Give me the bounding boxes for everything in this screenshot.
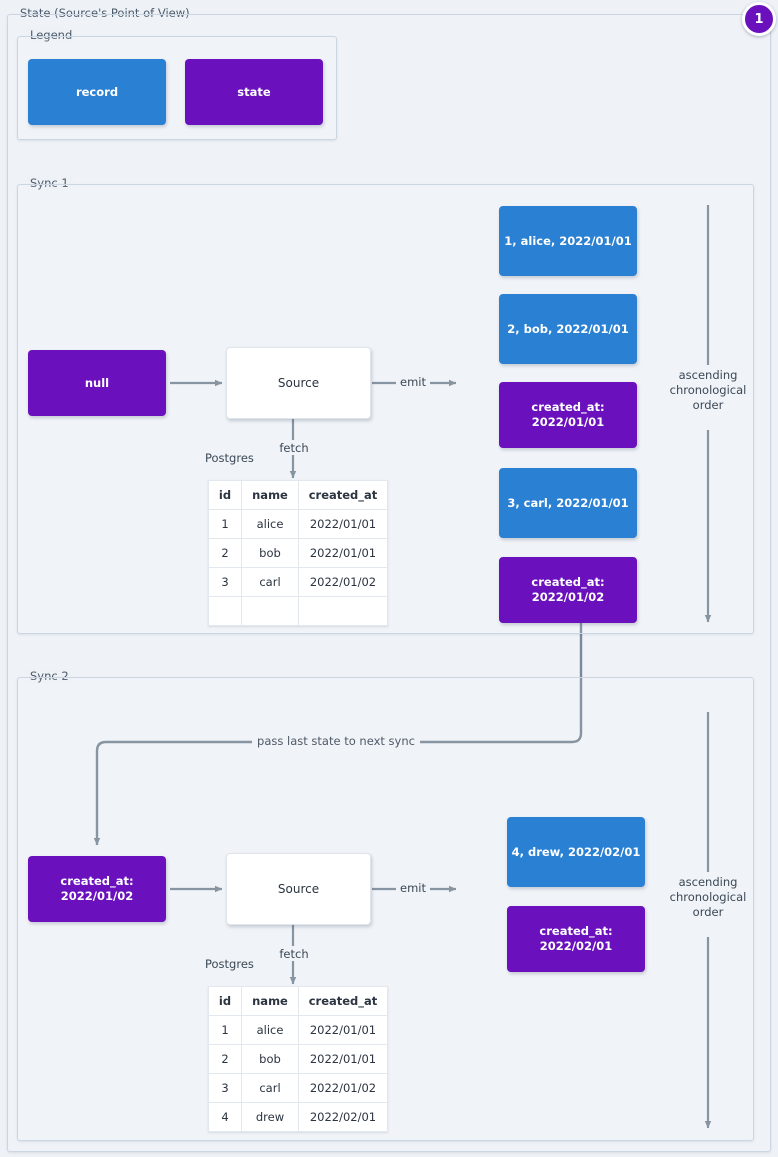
table-row: 4 drew 2022/02/01: [208, 1102, 388, 1132]
sync1-db-label: Postgres: [205, 451, 254, 465]
cell-id: [208, 596, 242, 626]
table-row: 1 alice 2022/01/01: [208, 509, 388, 539]
sync1-source-node: Source: [226, 347, 371, 419]
sync2-col-date: created_at: [298, 986, 388, 1016]
sync2-db-label: Postgres: [205, 957, 254, 971]
legend-item-record: record: [28, 59, 166, 125]
cell-date: [298, 596, 388, 626]
cell-name: carl: [241, 1073, 299, 1103]
sync2-col-id: id: [208, 986, 242, 1016]
cell-name: bob: [241, 538, 299, 568]
cell-name: alice: [241, 509, 299, 539]
sync1-col-date: created_at: [298, 480, 388, 510]
step-badge[interactable]: 1: [742, 2, 776, 36]
step-badge-label: 1: [754, 11, 764, 27]
cell-name: drew: [241, 1102, 299, 1132]
sync2-col-name: name: [241, 986, 299, 1016]
sync1-emit-label: emit: [400, 375, 426, 389]
outer-group-title: State (Source's Point of View): [17, 6, 193, 20]
sync1-title: Sync 1: [27, 176, 72, 190]
cell-name: alice: [241, 1015, 299, 1045]
cell-id: 1: [208, 1015, 242, 1045]
table-row: 2 bob 2022/01/01: [208, 538, 388, 568]
cell-name: carl: [241, 567, 299, 597]
cell-id: 3: [208, 1073, 242, 1103]
sync1-order-label: ascending chronological order: [669, 368, 747, 412]
sync1-col-name: name: [241, 480, 299, 510]
table-row: 3 carl 2022/01/02: [208, 567, 388, 597]
outer-group-box: [7, 14, 771, 1152]
sync2-fetch-label: fetch: [279, 947, 309, 961]
sync1-emitted-record-2: 2, bob, 2022/01/01: [499, 294, 637, 364]
sync1-emitted-state-1: created_at: 2022/01/01: [499, 382, 637, 448]
sync2-title: Sync 2: [27, 669, 72, 683]
table-header-row: id name created_at: [208, 986, 388, 1016]
cell-date: 2022/01/02: [298, 567, 388, 597]
cell-id: 1: [208, 509, 242, 539]
cell-id: 2: [208, 1044, 242, 1074]
sync2-input-state: created_at: 2022/01/02: [28, 856, 166, 922]
cell-date: 2022/01/01: [298, 538, 388, 568]
sync1-input-state: null: [28, 350, 166, 416]
sync2-emit-label: emit: [400, 881, 426, 895]
sync1-fetch-label: fetch: [279, 441, 309, 455]
cell-date: 2022/02/01: [298, 1102, 388, 1132]
sync1-table: id name created_at 1 alice 2022/01/01 2 …: [208, 480, 388, 626]
sync2-emitted-state-1: created_at: 2022/02/01: [507, 906, 645, 972]
table-row: 3 carl 2022/01/02: [208, 1073, 388, 1103]
cell-date: 2022/01/01: [298, 1044, 388, 1074]
outer-group: State (Source's Point of View): [7, 6, 771, 1152]
table-row: [208, 596, 388, 626]
legend-item-state: state: [185, 59, 323, 125]
cell-id: 4: [208, 1102, 242, 1132]
sync2-order-label: ascending chronological order: [669, 875, 747, 919]
sync1-emitted-record-3: 3, carl, 2022/01/01: [499, 468, 637, 538]
sync1-col-id: id: [208, 480, 242, 510]
sync2-emitted-record-1: 4, drew, 2022/02/01: [507, 817, 645, 887]
sync1-emitted-state-2: created_at: 2022/01/02: [499, 557, 637, 623]
cell-date: 2022/01/02: [298, 1073, 388, 1103]
cell-date: 2022/01/01: [298, 1015, 388, 1045]
sync1-emitted-record-1: 1, alice, 2022/01/01: [499, 206, 637, 276]
legend-title: Legend: [27, 28, 76, 42]
pass-state-label: pass last state to next sync: [257, 734, 415, 748]
cell-name: [241, 596, 299, 626]
cell-date: 2022/01/01: [298, 509, 388, 539]
sync2-source-node: Source: [226, 853, 371, 925]
table-header-row: id name created_at: [208, 480, 388, 510]
cell-id: 2: [208, 538, 242, 568]
cell-id: 3: [208, 567, 242, 597]
sync2-table: id name created_at 1 alice 2022/01/01 2 …: [208, 986, 388, 1132]
table-row: 1 alice 2022/01/01: [208, 1015, 388, 1045]
table-row: 2 bob 2022/01/01: [208, 1044, 388, 1074]
cell-name: bob: [241, 1044, 299, 1074]
